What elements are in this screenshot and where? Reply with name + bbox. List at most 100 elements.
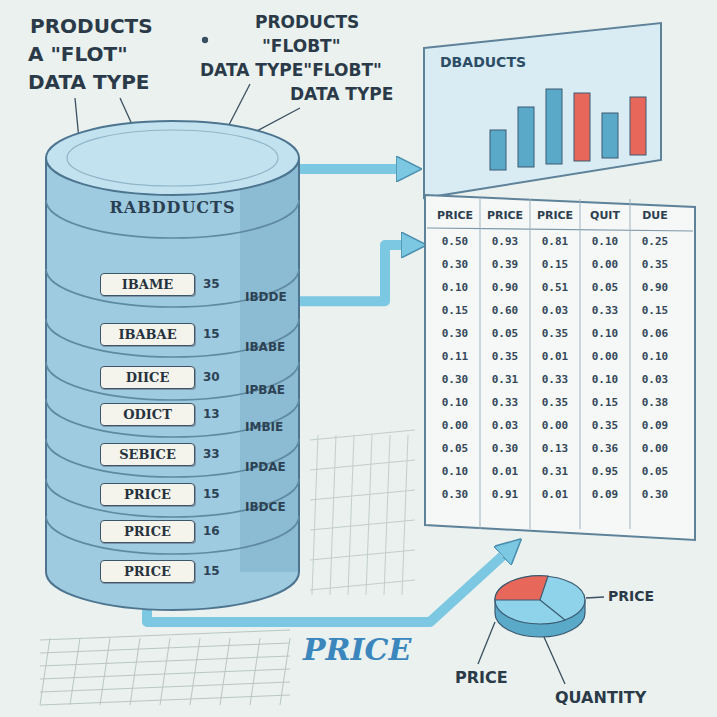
- table-cell: 0.31: [533, 465, 577, 478]
- column-header: PRICE: [530, 209, 580, 222]
- table-cell: 0.33: [483, 396, 527, 409]
- field-name: IBAME: [111, 277, 184, 292]
- grid-line: [366, 435, 372, 595]
- grid-line: [384, 435, 390, 595]
- table-cell: 0.15: [633, 304, 677, 317]
- table-cell: 0.35: [583, 419, 627, 432]
- table-cell: 0.03: [533, 304, 577, 317]
- grid-line: [40, 638, 50, 705]
- table-cell: 0.90: [633, 281, 677, 294]
- table-cell: 0.31: [483, 373, 527, 386]
- table-cell: 0.35: [533, 327, 577, 340]
- table-cell: 0.10: [433, 465, 477, 478]
- grid-line: [220, 638, 230, 705]
- table-cell: 0.05: [583, 281, 627, 294]
- node-title: DBADUCTS: [440, 54, 526, 70]
- field-name: IBABAE: [111, 327, 184, 342]
- table-cell: 0.10: [583, 373, 627, 386]
- column-header: QUIT: [580, 209, 630, 222]
- table-cell: 0.10: [583, 327, 627, 340]
- grid-line: [130, 638, 140, 705]
- table-cell: 0.09: [633, 419, 677, 432]
- table-cell: 0.30: [433, 327, 477, 340]
- field-tab: IBAME: [100, 273, 195, 296]
- grid-line: [310, 520, 415, 530]
- grid-line: [348, 435, 354, 595]
- table-cell: 0.30: [633, 488, 677, 501]
- table-cell: 0.00: [583, 350, 627, 363]
- table-cell: 0.10: [583, 235, 627, 248]
- grid-line: [312, 435, 318, 595]
- table-cell: 0.05: [433, 442, 477, 455]
- grid-line: [250, 638, 260, 705]
- field-value: 15: [203, 564, 220, 578]
- grid-line: [160, 638, 170, 705]
- table-cell: 0.38: [633, 396, 677, 409]
- field-name: DIICE: [111, 370, 184, 385]
- table-cell: 0.05: [633, 465, 677, 478]
- chart-label: PRICE: [455, 668, 508, 687]
- table-cell: 0.11: [433, 350, 477, 363]
- table-cell: 0.09: [583, 488, 627, 501]
- table-cell: 0.01: [533, 488, 577, 501]
- table-cell: 0.93: [483, 235, 527, 248]
- table-cell: 0.35: [483, 350, 527, 363]
- grid-line: [70, 638, 80, 705]
- field-value: IPBAE: [245, 383, 285, 397]
- table-cell: 0.35: [533, 396, 577, 409]
- field-name: ODICT: [111, 407, 184, 422]
- field-value: 13: [203, 407, 220, 421]
- table-cell: 0.00: [583, 258, 627, 271]
- field-value: 15: [203, 327, 220, 341]
- table-cell: 0.15: [533, 258, 577, 271]
- table-cell: 0.30: [433, 488, 477, 501]
- field-value: 33: [203, 447, 220, 461]
- field-value: 30: [203, 370, 220, 384]
- table-cell: 0.01: [533, 350, 577, 363]
- grid-line: [280, 638, 290, 705]
- edge-label: PRICE: [300, 632, 414, 667]
- field-value: 35: [203, 277, 220, 291]
- table-cell: 0.00: [433, 419, 477, 432]
- table-cell: 0.35: [633, 258, 677, 271]
- table-cell: 0.10: [433, 396, 477, 409]
- table-cell: 0.95: [583, 465, 627, 478]
- table-cell: 0.06: [633, 327, 677, 340]
- table-cell: 0.30: [483, 442, 527, 455]
- grid-line: [310, 580, 415, 590]
- table-cell: 0.03: [483, 419, 527, 432]
- column-header: DUE: [630, 209, 680, 222]
- field-name: SEBICE: [111, 447, 184, 462]
- chart-label: QUANTITY: [555, 688, 646, 707]
- column-header: PRICE: [480, 209, 530, 222]
- chart-label: PRICE: [608, 588, 654, 604]
- table-cell: 0.33: [533, 373, 577, 386]
- field-tab: PRICE: [100, 520, 195, 543]
- header-row: PRICEPRICEPRICEQUITDUE: [430, 209, 680, 222]
- grid-line: [310, 550, 415, 560]
- table-cell: 0.25: [633, 235, 677, 248]
- table-cell: 0.03: [633, 373, 677, 386]
- table-cell: 0.30: [433, 258, 477, 271]
- flow-arrow: [300, 164, 396, 174]
- table-cell: 0.00: [533, 419, 577, 432]
- annotation: DATA TYPE: [28, 70, 150, 94]
- field-value: IBABE: [245, 340, 285, 354]
- table-cell: 0.36: [583, 442, 627, 455]
- table-cell: 0.51: [533, 281, 577, 294]
- annotation: "FLOBT": [262, 36, 341, 56]
- field-value: 16: [203, 524, 220, 538]
- grid-line: [40, 695, 290, 705]
- table-cell: 0.60: [483, 304, 527, 317]
- field-name: PRICE: [111, 524, 184, 539]
- table-cell: 0.39: [483, 258, 527, 271]
- column-header: PRICE: [430, 209, 480, 222]
- field-tab: ODICT: [100, 403, 195, 426]
- table-cell: 0.91: [483, 488, 527, 501]
- field-value: 15: [203, 487, 220, 501]
- table-cell: 0.10: [433, 281, 477, 294]
- grid-line: [330, 435, 336, 595]
- field-tab: PRICE: [100, 483, 195, 506]
- table-cell: 0.81: [533, 235, 577, 248]
